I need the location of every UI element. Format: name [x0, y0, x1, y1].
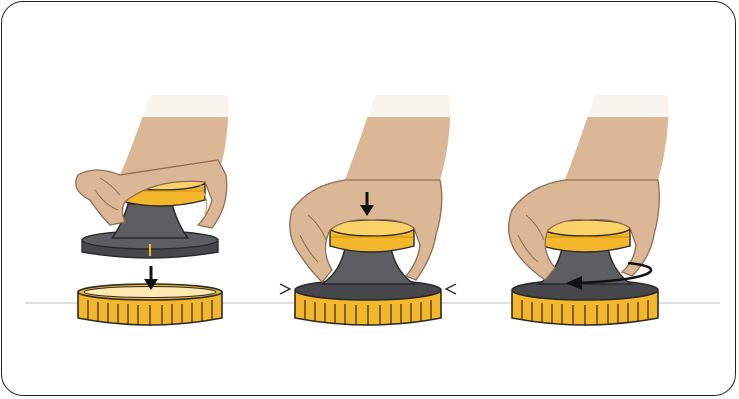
step-3-rotate-arrow-icon	[566, 261, 653, 290]
step-1-group	[75, 95, 230, 326]
step-2-knob	[329, 219, 415, 253]
step-2-group	[279, 95, 457, 326]
step-3-opener-tool	[536, 247, 634, 285]
step-2-down-arrow-icon	[360, 192, 374, 216]
cap-ridges	[87, 300, 213, 326]
step-3-hand	[507, 179, 660, 281]
cap-ridges	[304, 300, 432, 326]
step-1-bottom-cap	[77, 283, 223, 326]
step-2-flex-mark-left	[279, 283, 292, 295]
step-1-hand	[75, 159, 228, 229]
step-2-bottom-cap	[294, 279, 442, 326]
step-1-opener-tool	[81, 203, 219, 259]
step-2-opener-tool	[319, 247, 417, 285]
step-1-down-arrow-icon	[144, 266, 158, 290]
step-3-bottom-cap	[511, 279, 659, 326]
step-2-hand	[289, 179, 443, 283]
step-3-group	[507, 95, 675, 326]
step-3-knob	[541, 219, 631, 253]
step-2-flex-mark-right	[444, 283, 457, 295]
cap-ridges	[521, 300, 649, 326]
